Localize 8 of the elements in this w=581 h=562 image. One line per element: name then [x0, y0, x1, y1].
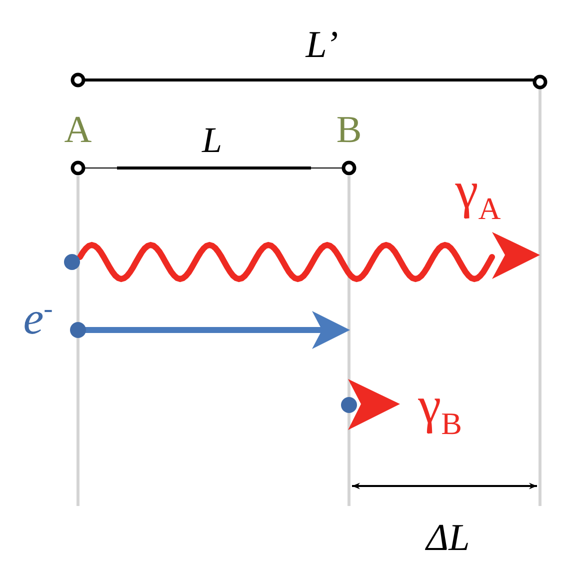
photon-label: γ$_{A}$ [455, 166, 501, 224]
dimension-label: ΔL [426, 519, 470, 557]
dimension-label: L [202, 122, 222, 158]
photon-label: γ$_{B}$ [418, 380, 462, 440]
particle-label: e$^{-}$ [23, 294, 53, 342]
point-label: A [64, 111, 92, 149]
point-label: B [336, 111, 362, 149]
dimension-label: L’ [306, 26, 338, 64]
